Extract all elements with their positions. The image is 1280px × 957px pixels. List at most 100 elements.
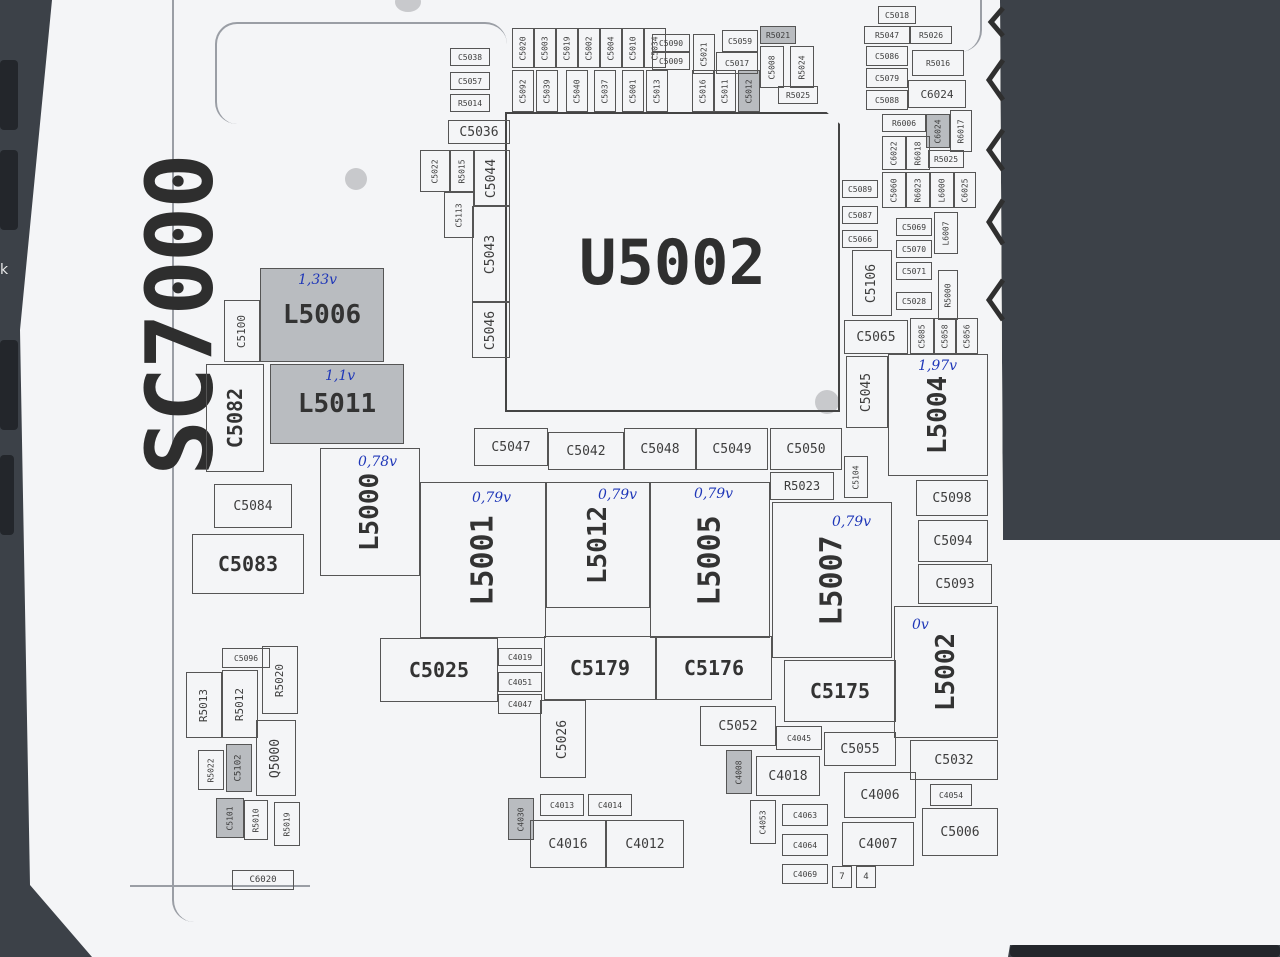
component-c5022: C5022 <box>420 150 450 192</box>
component-c5094: C5094 <box>918 520 988 562</box>
component-label: C5066 <box>847 234 873 244</box>
board-outline-trace <box>860 0 982 52</box>
component-c5048: C5048 <box>624 428 696 470</box>
component-c4008: C4008 <box>726 750 752 794</box>
component-c5082: C5082 <box>206 364 264 472</box>
component-label: R5000 <box>943 282 953 308</box>
component-label: C5012 <box>744 78 754 104</box>
component-c4054: C4054 <box>930 784 972 806</box>
component-c4016: C4016 <box>530 820 606 868</box>
component-r5047: R5047 <box>864 26 910 44</box>
component-label: C5038 <box>457 52 483 62</box>
component-c4019: C4019 <box>498 648 542 666</box>
component-label: R6006 <box>891 118 917 128</box>
component-label: L5002 <box>931 632 961 712</box>
component-r6023: R6023 <box>906 172 930 208</box>
component-c5012: C5012 <box>738 70 760 112</box>
component-label: C5106 <box>864 263 880 303</box>
component-c5070: C5070 <box>896 240 932 258</box>
board-outline-trace <box>130 885 310 887</box>
fiducial-dot <box>345 168 367 190</box>
component-label: C5008 <box>767 54 777 80</box>
component-label: C5017 <box>724 58 750 68</box>
component-c5092: C5092 <box>512 70 534 112</box>
component-label: C5175 <box>809 679 871 703</box>
component-label: L5001 <box>465 514 501 606</box>
component-label: L6000 <box>937 177 947 203</box>
component-label: C5098 <box>932 490 972 506</box>
component-r5000: R5000 <box>938 270 958 320</box>
component-label: C5046 <box>483 310 499 350</box>
component-r6017: R6017 <box>950 110 972 152</box>
voltage-annotation-l5012: 0,79v <box>598 487 638 503</box>
component-c5086: C5086 <box>866 46 908 66</box>
component-c4064: C4064 <box>782 834 828 856</box>
component-r5015: R5015 <box>450 150 474 192</box>
component-c5084: C5084 <box>214 484 292 528</box>
component-label: C4012 <box>625 836 665 852</box>
component-c5037: C5037 <box>594 70 616 112</box>
component-label: C4030 <box>516 806 526 832</box>
component-mark7: 7 <box>832 866 852 888</box>
component-c5179: C5179 <box>544 636 656 700</box>
component-label: C5070 <box>901 244 927 254</box>
component-label: L5004 <box>923 375 953 455</box>
keyboard-edge-character: k <box>0 262 9 278</box>
component-c5090: C5090 <box>652 34 690 52</box>
component-label: C5085 <box>917 323 927 349</box>
main-ic-u5002: U5002 <box>505 112 840 412</box>
component-label: L5005 <box>692 514 728 606</box>
component-r5020: R5020 <box>262 646 298 714</box>
component-label: C4069 <box>792 869 818 879</box>
component-c5113: C5113 <box>444 192 474 238</box>
keyboard-key <box>0 455 14 535</box>
component-c6025: C6025 <box>954 172 976 208</box>
component-c4047: C4047 <box>498 694 542 714</box>
component-l5005: L5005 <box>650 482 770 638</box>
board-outline-trace <box>172 0 474 922</box>
component-label: C4018 <box>768 768 808 784</box>
component-label: R5020 <box>273 663 287 697</box>
component-label: R5012 <box>233 687 247 721</box>
component-label: 7 <box>839 872 845 882</box>
component-c5085: C5085 <box>910 318 934 354</box>
board-outline-trace <box>215 22 507 124</box>
component-c5032: C5032 <box>910 740 998 780</box>
component-label: C4064 <box>792 840 818 850</box>
component-c5079: C5079 <box>866 68 908 88</box>
component-c5100: C5100 <box>224 300 260 362</box>
component-label: C5018 <box>884 10 910 20</box>
component-c5016: C5016 <box>692 70 714 112</box>
component-label: L5007 <box>814 534 850 626</box>
voltage-annotation-l5005: 0,79v <box>694 486 734 502</box>
component-c5040: C5040 <box>566 70 588 112</box>
component-label: L6007 <box>941 220 951 246</box>
component-c5059: C5059 <box>722 30 758 52</box>
component-mark4: 4 <box>856 866 876 888</box>
component-c5034: C5034 <box>644 28 666 68</box>
component-label: C4006 <box>860 787 900 803</box>
component-c5089: C5089 <box>842 180 878 198</box>
component-c5046: C5046 <box>472 302 510 358</box>
component-label: C5104 <box>851 464 861 490</box>
component-label: C5026 <box>555 719 571 759</box>
component-label: C5056 <box>962 323 972 349</box>
component-label: C5013 <box>652 78 662 104</box>
component-c5011: C5011 <box>714 70 736 112</box>
component-label: C4016 <box>548 836 588 852</box>
component-c5098: C5098 <box>916 480 988 516</box>
component-c4063: C4063 <box>782 804 828 826</box>
keyboard-key <box>1010 945 1280 957</box>
component-c5003: C5003 <box>534 28 556 68</box>
component-label: C6024 <box>920 87 954 101</box>
component-label: C5089 <box>847 184 873 194</box>
component-label: C5065 <box>856 329 896 345</box>
component-c5102: C5102 <box>226 744 252 792</box>
component-label: C5020 <box>518 35 528 61</box>
component-label: C4008 <box>734 759 744 785</box>
component-c5021: C5021 <box>693 34 715 74</box>
component-label: C4051 <box>507 677 533 687</box>
component-label: R5026 <box>918 30 944 40</box>
component-c5049: C5049 <box>696 428 768 470</box>
